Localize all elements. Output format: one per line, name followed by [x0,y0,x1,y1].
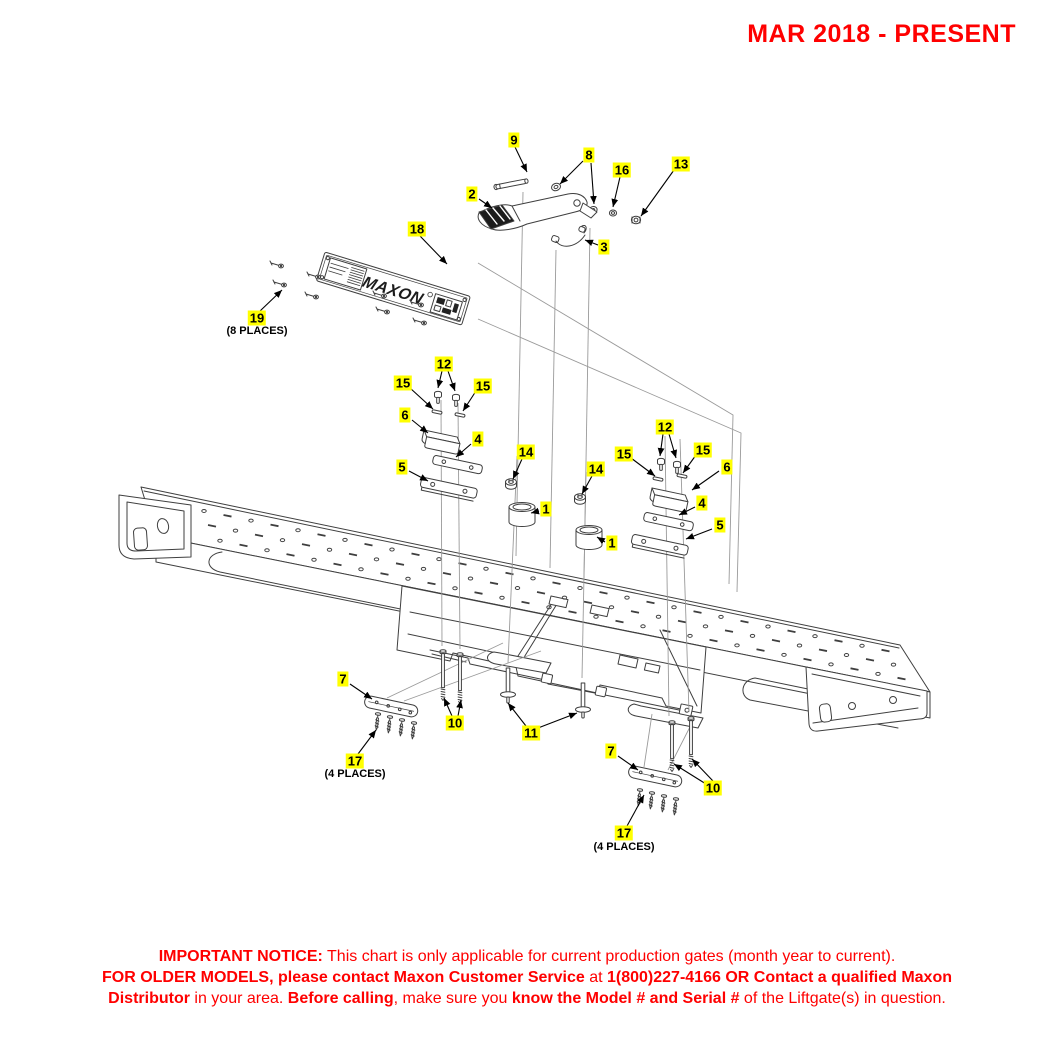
callout-10: 10 [703,780,723,796]
callout-19: 19 [247,310,267,326]
screw [660,794,668,813]
mounting-slots [548,595,661,674]
alignment-lines [386,191,742,771]
callout-15: 15 [473,378,493,394]
rivet [269,260,284,269]
callout-12: 12 [434,356,454,372]
part-15-washer [676,473,688,479]
header-date-range: MAR 2018 - PRESENT [747,20,1016,48]
screw [386,715,394,734]
callout-17: 17 [345,753,365,769]
part-19-rivets [269,260,427,326]
callout-1: 1 [606,535,618,551]
part-15-washer [652,476,664,482]
callout-14: 14 [516,444,536,460]
exploded-parts: MAXON [269,178,695,816]
long-bolt [687,716,695,768]
part-5-plate [630,534,689,559]
callout-note-17: (4 PLACES) [593,841,655,853]
part-15-washer [431,409,443,415]
part-18-maxon-plate: MAXON [316,251,471,326]
flange-bolt [575,682,591,719]
callout-2: 2 [466,186,478,202]
callout-11: 11 [522,725,540,741]
callout-6: 6 [399,407,411,423]
callout-4: 4 [696,495,708,511]
part-4-plate [643,512,694,532]
part-14-nut [574,493,586,505]
rivet [412,317,427,326]
part-2-release-pedal [477,193,598,231]
part-6-bracket [649,487,689,513]
rivet [372,290,387,299]
rivet [409,299,424,308]
part-15-washer [454,412,466,418]
callout-note-19: (8 PLACES) [226,325,288,337]
long-bolt [456,652,464,704]
important-notice: IMPORTANT NOTICE: This chart is only app… [0,946,1054,1009]
long-bolt [668,720,676,772]
flange-bolt [500,667,516,704]
screw [398,718,406,737]
part-12-bolt [452,393,460,407]
part-6-bracket [421,429,461,455]
callout-15: 15 [693,442,713,458]
callout-10: 10 [445,715,465,731]
part-7-pad [364,695,419,718]
frame-foot-left [487,651,552,674]
callout-8: 8 [583,147,595,163]
rivet [272,279,287,288]
part-4-plate [432,455,483,475]
callout-5: 5 [396,459,408,475]
callout-9: 9 [508,132,520,148]
notice-line-3: Distributor in your area. Before calling… [108,990,946,1007]
part-17-screws [374,712,680,816]
deck-perforations [201,508,906,681]
part-1-roller [508,502,536,527]
callout-7: 7 [605,743,617,759]
callout-4: 4 [472,431,484,447]
callout-16: 16 [612,162,632,178]
notice-line-2: FOR OLDER MODELS, please contact Maxon C… [101,969,952,986]
right-end-channel [805,666,928,732]
part-13-nut [630,215,642,225]
rivet [375,306,390,315]
callout-1: 1 [540,501,552,517]
notice-line-1: IMPORTANT NOTICE: This chart is only app… [158,948,896,965]
callout-3: 3 [598,239,610,255]
part-9-pin [493,178,529,191]
rivet [306,271,321,280]
part-12-bolt [673,460,681,474]
part-5-plate [419,477,478,502]
screw [410,721,418,740]
screw [374,712,382,731]
callout-17: 17 [614,825,634,841]
bumper-assembly [118,486,931,732]
callout-5: 5 [714,517,726,533]
screw [672,797,680,816]
frame-foot-right [627,703,704,729]
callout-13: 13 [671,156,691,172]
part-3-clip [551,225,587,247]
callout-15: 15 [393,375,413,391]
part-16-washer [608,209,618,217]
part-7-pad [628,765,683,788]
callout-15: 15 [614,446,634,462]
part-1-roller [575,525,603,550]
callout-note-17: (4 PLACES) [324,768,386,780]
part-14-nut [505,478,517,490]
rivet [304,291,319,300]
part-12-bolt [434,390,442,404]
callout-14: 14 [586,461,606,477]
part-11-bolt [500,667,591,719]
part-12-bolt [657,457,665,471]
left-end-channel [118,494,192,560]
callout-6: 6 [721,459,733,475]
callout-7: 7 [337,671,349,687]
screw [648,791,656,810]
callout-18: 18 [407,221,427,237]
callout-arrows [259,146,720,827]
callout-12: 12 [655,419,675,435]
